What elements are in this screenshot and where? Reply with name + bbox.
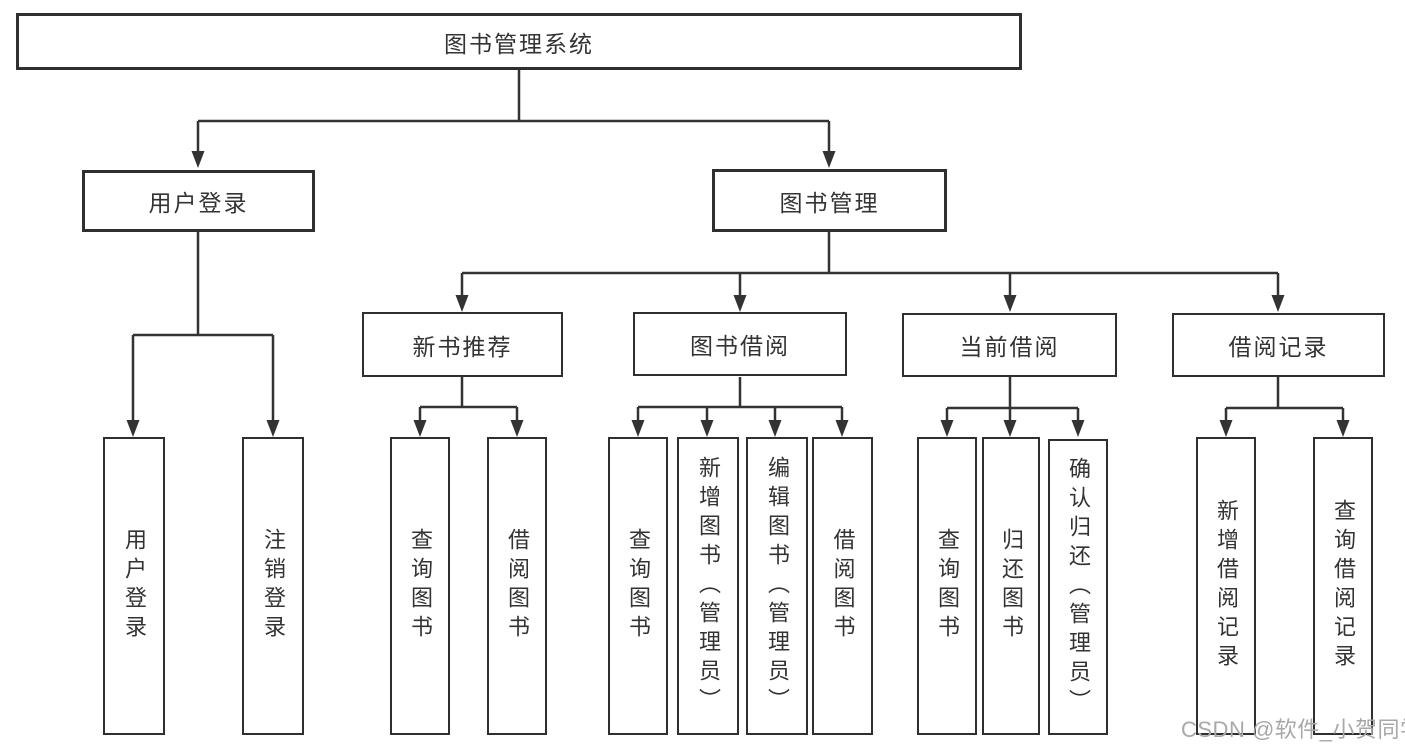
node-label: 新书推荐 [412,333,513,360]
leaf-borrow-borrow-books: 借阅图书 [812,437,873,735]
leaf-current-query-books: 查询图书 [917,437,977,735]
node-label: 用户登录 [148,190,249,216]
leaf-label: 查询图书 [626,528,651,644]
node-book-management: 图书管理 [712,169,947,232]
leaf-label: 用户登录 [122,528,147,644]
csdn-watermark: CSDN @软件_小贺同学 [1181,717,1405,742]
leaf-label: 新增借阅记录 [1214,499,1239,673]
leaf-records-query-record: 查询借阅记录 [1313,437,1373,735]
leaf-label: 新增图书（管理员） [696,455,721,717]
node-book-management-system: 图书管理系统 [16,13,1022,70]
leaf-label: 查询图书 [408,528,433,644]
node-user-login: 用户登录 [82,170,315,232]
leaf-label: 查询借阅记录 [1331,499,1356,673]
leaf-borrow-edit-books-admin: 编辑图书（管理员） [746,437,808,735]
leaf-label: 确认归还（管理员） [1066,456,1091,718]
leaf-label: 借阅图书 [505,528,530,644]
node-label: 图书借阅 [690,333,790,359]
leaf-label: 借阅图书 [830,528,856,644]
node-current-borrow: 当前借阅 [902,313,1117,377]
node-new-book-recommend: 新书推荐 [362,312,563,377]
node-label: 借阅记录 [1228,334,1329,360]
leaf-recommend-query-books: 查询图书 [390,437,450,735]
leaf-records-add-record: 新增借阅记录 [1196,437,1256,735]
leaf-user-login: 用户登录 [103,437,165,735]
leaf-label: 查询图书 [935,528,960,644]
leaf-label: 归还图书 [999,528,1024,644]
node-label: 图书管理 [779,189,880,216]
leaf-logout: 注销登录 [242,437,304,735]
leaf-label: 编辑图书（管理员） [765,455,790,717]
leaf-borrow-query-books: 查询图书 [608,437,668,735]
leaf-current-confirm-return-admin: 确认归还（管理员） [1048,439,1108,735]
leaf-borrow-add-books-admin: 新增图书（管理员） [677,437,739,735]
leaf-label: 注销登录 [261,528,286,644]
connector-path [131,70,1345,424]
leaf-recommend-borrow-books: 借阅图书 [487,437,547,735]
node-borrow-records: 借阅记录 [1172,313,1385,377]
node-label: 图书管理系统 [444,30,594,57]
node-book-borrow: 图书借阅 [633,312,847,376]
node-label: 当前借阅 [959,334,1060,360]
leaf-current-return-books: 归还图书 [982,437,1040,735]
